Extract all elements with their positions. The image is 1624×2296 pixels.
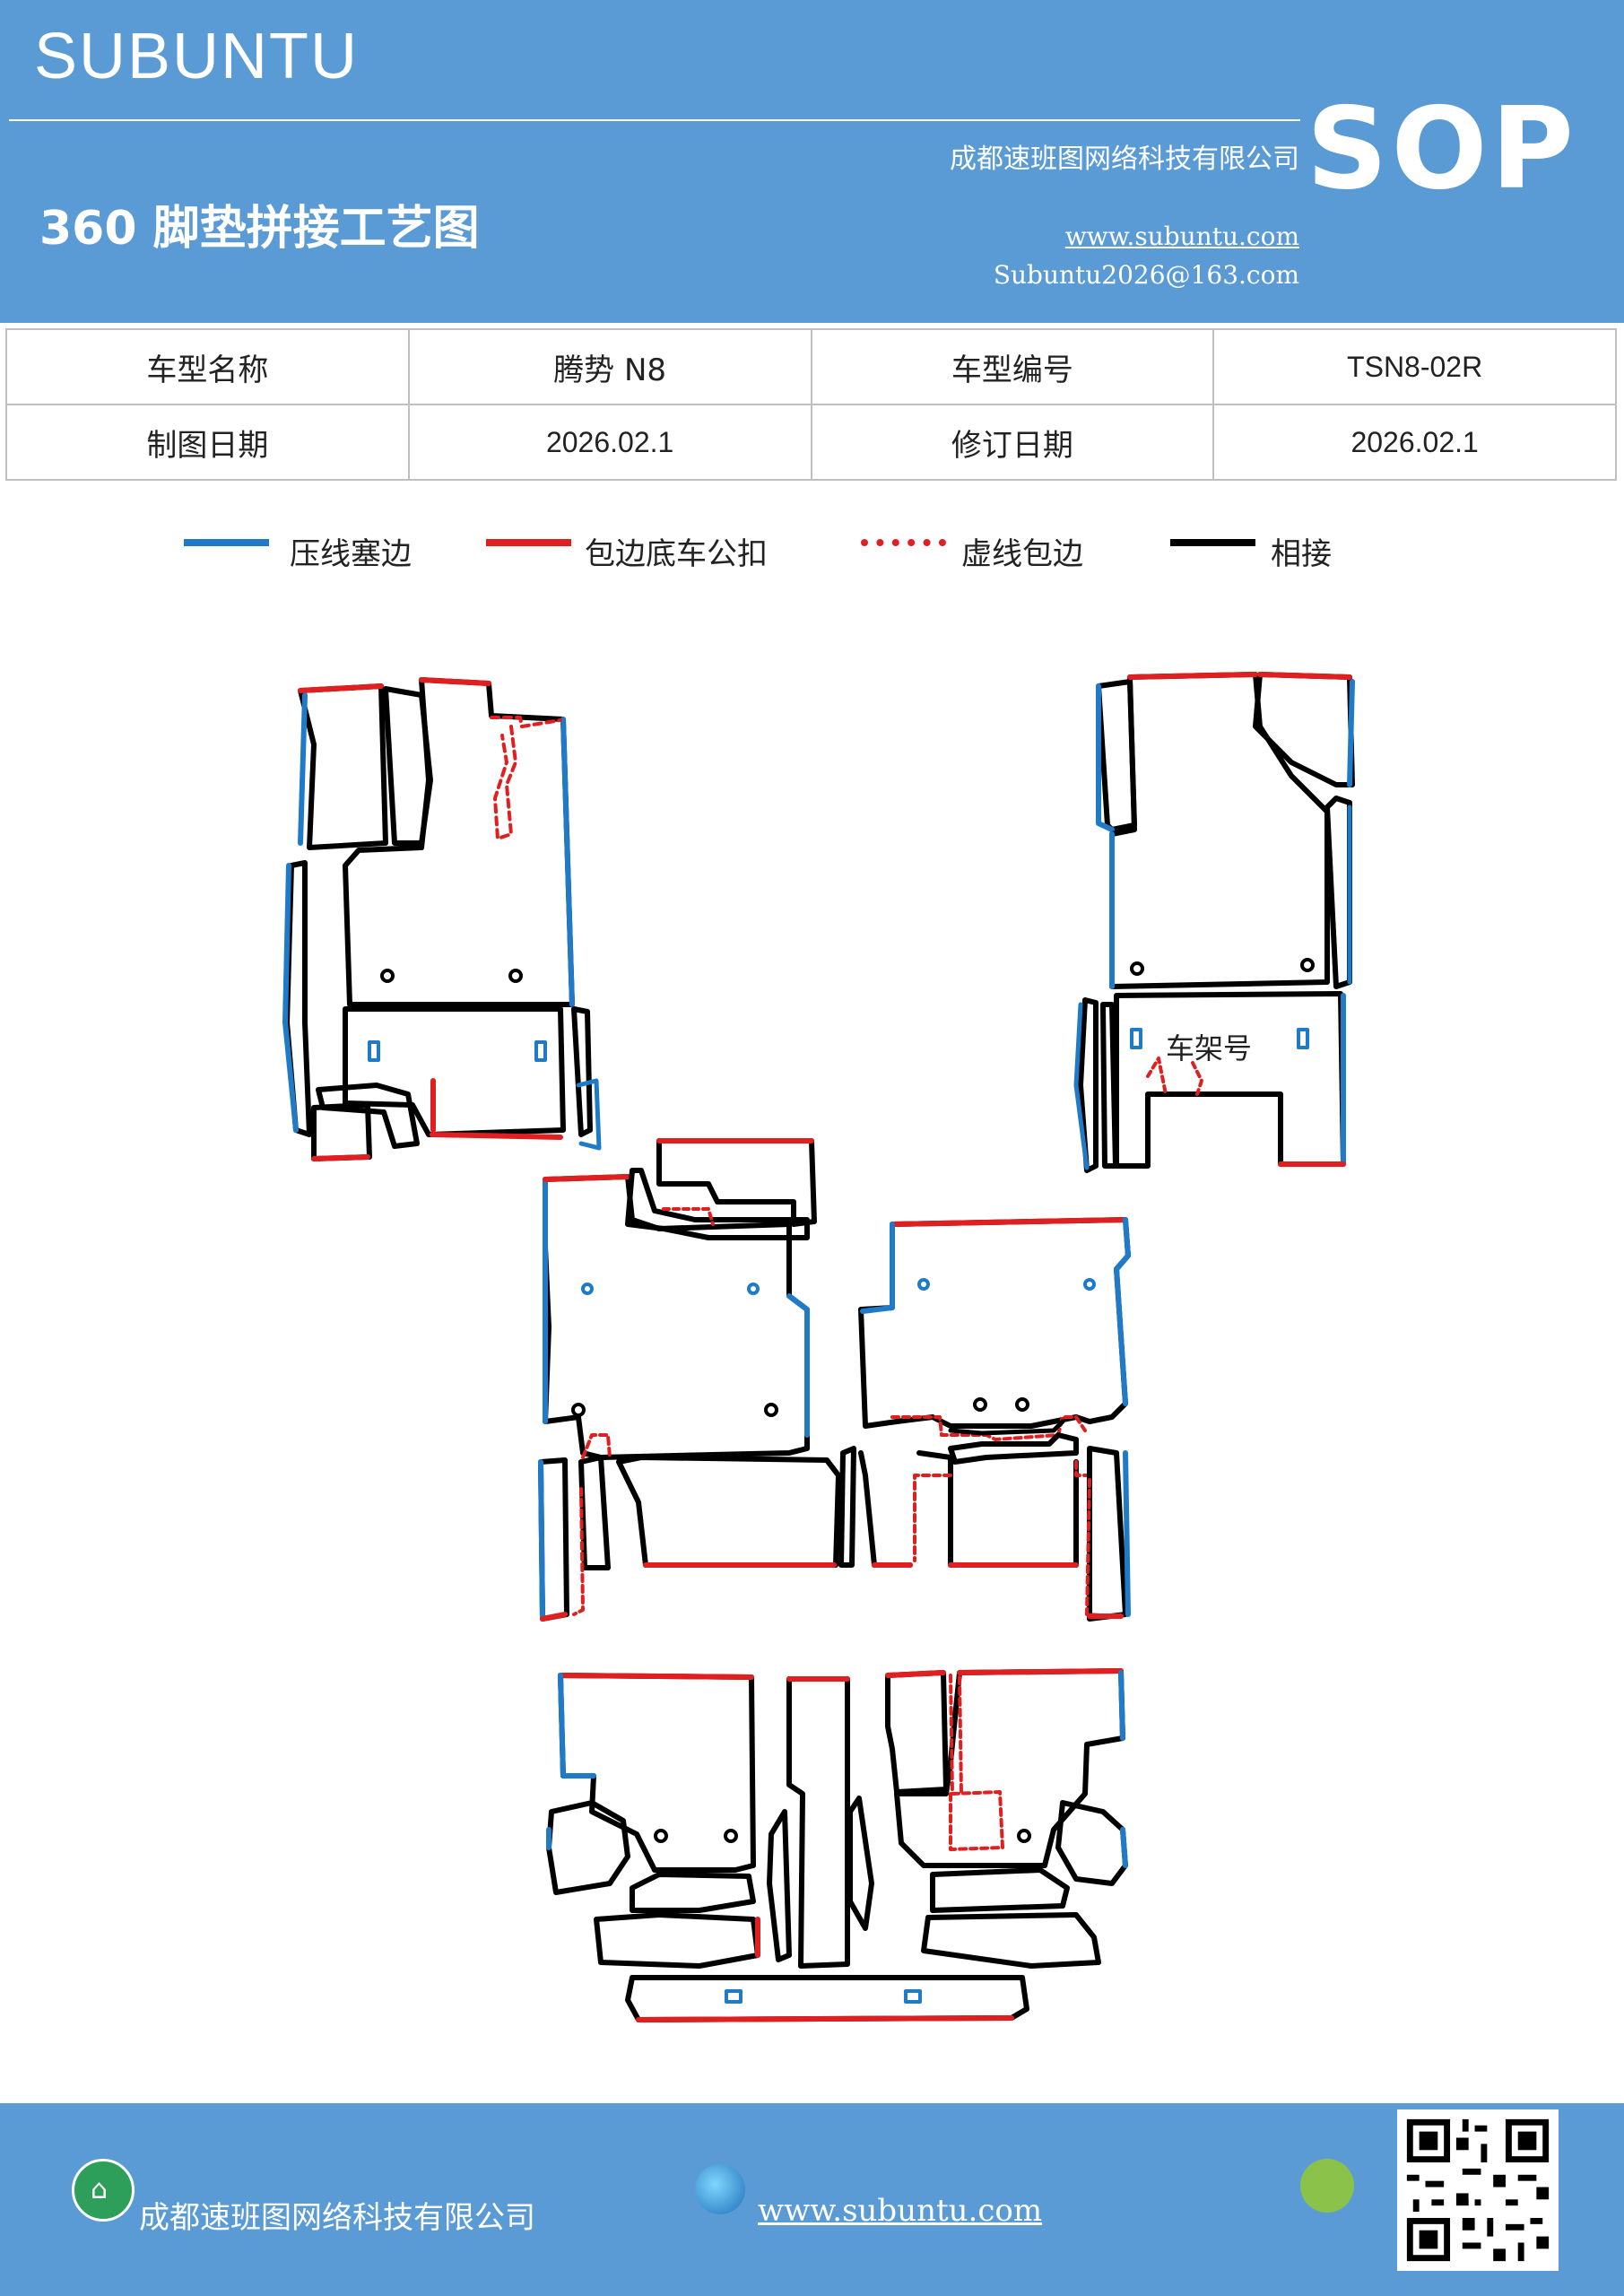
email-address: Subuntu2026@163.com: [993, 260, 1299, 290]
front-right-mat: [1073, 672, 1355, 1173]
floor-mat-diagram: 车架号: [282, 672, 1355, 2022]
vehicle-info-table: 车型名称 腾势 N8 车型编号 TSN8-02R 制图日期 2026.02.1 …: [5, 328, 1617, 481]
legend-label: 压线塞边: [290, 536, 412, 572]
website-link[interactable]: www.subuntu.com: [1064, 222, 1299, 251]
table-cell: 车型名称: [5, 328, 410, 405]
legend-swatch-blue: [184, 539, 269, 546]
table-cell: 腾势 N8: [407, 328, 812, 405]
second-row-left-mat: [543, 1138, 817, 1460]
third-row-rear-strip: [625, 1975, 1029, 2022]
table-cell: 修订日期: [810, 404, 1215, 481]
footer-company: 成都速班图网络科技有限公司: [139, 2200, 535, 2236]
brand-name: SUBUNTU: [34, 21, 360, 92]
legend-label: 相接: [1271, 536, 1332, 572]
table-cell: TSN8-02R: [1212, 328, 1617, 405]
lizard-icon: [1300, 2159, 1354, 2213]
header-banner: SUBUNTU 360 脚垫拼接工艺图 成都速班图网络科技有限公司 www.su…: [0, 0, 1624, 323]
third-row-center-strip: [786, 1676, 874, 1969]
qr-code[interactable]: [1397, 2109, 1559, 2271]
legend-swatch-black: [1170, 539, 1255, 546]
footer-website-link[interactable]: www.subuntu.com: [758, 2193, 1043, 2229]
company-name: 成都速班图网络科技有限公司: [950, 144, 1299, 175]
third-row-right-mat: [885, 1668, 1128, 1969]
third-row-left-mat: [546, 1673, 792, 1969]
second-row-lower-mats: [538, 1419, 1131, 1622]
second-row-right-mat: [858, 1217, 1131, 1441]
sop-badge: SOP: [1306, 83, 1577, 214]
table-cell: 制图日期: [5, 404, 410, 481]
table-cell: 2026.02.1: [1212, 404, 1617, 481]
table-cell: 车型编号: [810, 328, 1215, 405]
legend-label: 虚线包边: [961, 536, 1083, 572]
line-legend: 压线塞边 包边底车公扣 虚线包边 相接: [0, 529, 1624, 572]
globe-icon: [695, 2164, 745, 2214]
front-left-mat: [282, 677, 602, 1161]
table-cell: 2026.02.1: [407, 404, 812, 481]
header-divider: [9, 119, 1300, 121]
legend-swatch-red-dashed: [861, 539, 946, 546]
legend-swatch-red: [486, 539, 571, 546]
table-row: 制图日期 2026.02.1 修订日期 2026.02.1: [5, 404, 1617, 481]
footer-banner: ⌂ 成都速班图网络科技有限公司 www.subuntu.com: [0, 2103, 1624, 2296]
table-row: 车型名称 腾势 N8 车型编号 TSN8-02R: [5, 328, 1617, 405]
frame-number-label: 车架号: [1166, 1031, 1252, 1065]
company-icon: ⌂: [72, 2159, 135, 2222]
legend-label: 包边底车公扣: [585, 536, 768, 572]
document-title: 360 脚垫拼接工艺图: [39, 202, 480, 256]
